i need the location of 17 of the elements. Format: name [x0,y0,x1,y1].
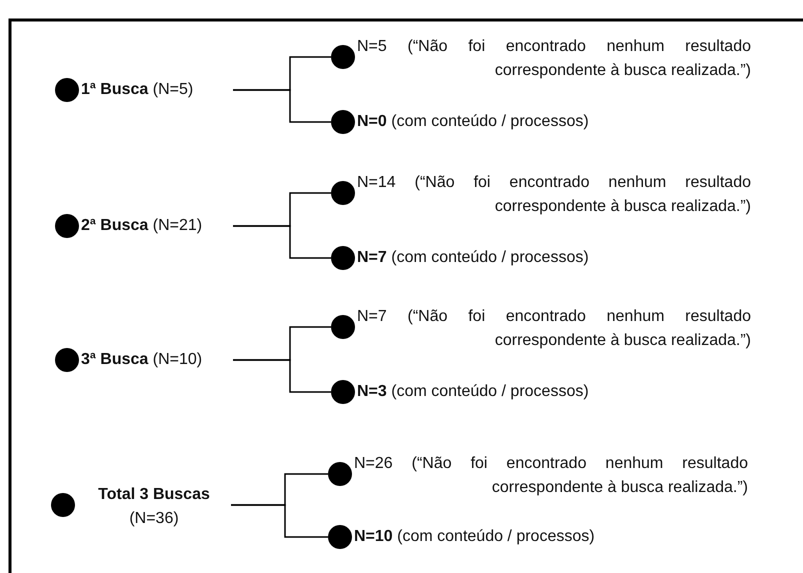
node-label: N=10 (com conteúdo / processos) [354,527,595,547]
node-label: N=7 (com conteúdo / processos) [357,248,589,268]
node-label: N=26 (“Não foi encontrado nenhum resultado correspondente à busca realizada.”) [354,454,748,498]
node-label: N=14 (“Não foi encontrado nenhum resultado correspondente à busca realizada.”) [357,173,751,217]
node-label: Total 3 Buscas [97,485,211,505]
connector-line [231,504,328,538]
connector-line [233,225,331,259]
node-label: N=0 (com conteúdo / processos) [357,112,589,132]
node-label: 1ª Busca (N=5) [81,80,194,100]
node-label: N=5 (“Não foi encontrado nenhum resultado correspondente à busca realizada.”) [357,37,751,81]
node-label: N=3 (com conteúdo / processos) [357,382,589,402]
node-label: 2ª Busca (N=21) [81,216,202,236]
node-label: N=7 (“Não foi encontrado nenhum resultado correspondente à busca realizada.”) [357,307,751,351]
node-label: (N=36) [128,509,180,529]
connector-line [233,89,331,123]
node-label: 3ª Busca (N=10) [81,350,202,370]
connector-line [233,359,331,393]
